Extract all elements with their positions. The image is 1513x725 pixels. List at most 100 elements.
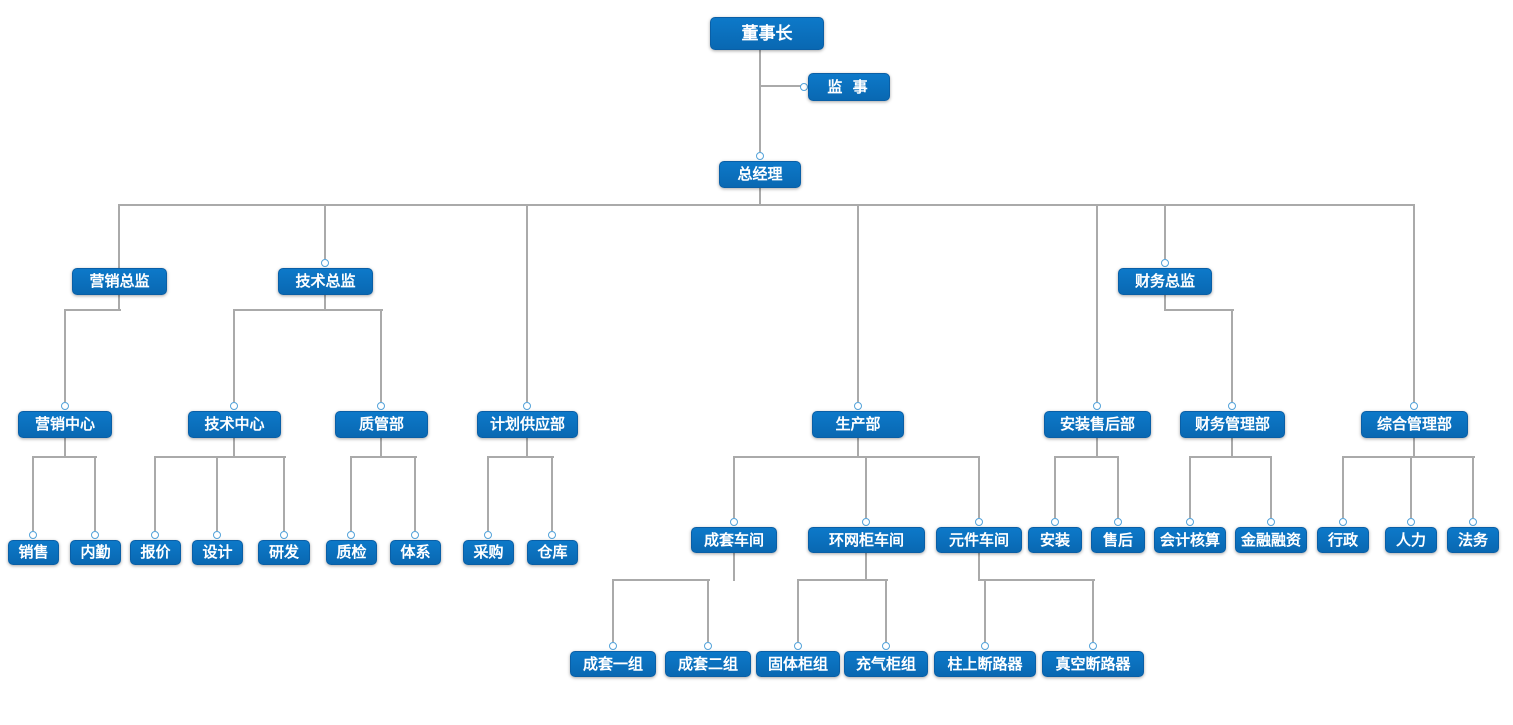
collapse-handle-group1[interactable]: [609, 642, 617, 650]
collapse-handle-quality-dept[interactable]: [377, 402, 385, 410]
collapse-handle-tech-director[interactable]: [321, 259, 329, 267]
org-node-marketing-director[interactable]: 营销总监: [72, 268, 167, 295]
org-node-general-mgmt-dept[interactable]: 综合管理部: [1361, 411, 1468, 438]
org-node-install-aftersales-dept[interactable]: 安装售后部: [1044, 411, 1151, 438]
org-node-administration[interactable]: 行政: [1317, 527, 1369, 553]
collapse-handle-sales[interactable]: [29, 531, 37, 539]
collapse-handle-warehouse[interactable]: [548, 531, 556, 539]
connector-line: [1410, 456, 1412, 518]
org-node-accounting[interactable]: 会计核算: [1154, 527, 1226, 553]
org-node-rnd[interactable]: 研发: [258, 540, 310, 565]
org-node-legal[interactable]: 法务: [1447, 527, 1499, 553]
connector-line: [350, 456, 417, 458]
org-node-quality-inspection[interactable]: 质检: [326, 540, 377, 565]
connector-line: [1092, 579, 1094, 642]
org-node-quotation[interactable]: 报价: [130, 540, 181, 565]
connector-line: [216, 456, 218, 531]
org-node-solid-cabinet-group[interactable]: 固体柜组: [756, 651, 840, 677]
connector-line: [118, 295, 120, 311]
collapse-handle-accounting[interactable]: [1186, 518, 1194, 526]
org-node-tech-center[interactable]: 技术中心: [188, 411, 281, 438]
org-node-office-support[interactable]: 内勤: [70, 540, 121, 565]
collapse-handle-ring-main-workshop[interactable]: [862, 518, 870, 526]
org-node-warehouse[interactable]: 仓库: [527, 540, 578, 565]
collapse-handle-legal[interactable]: [1469, 518, 1477, 526]
org-node-human-resources[interactable]: 人力: [1385, 527, 1437, 553]
connector-line: [64, 438, 66, 458]
collapse-handle-solid-cabinet[interactable]: [794, 642, 802, 650]
collapse-handle-tech-center[interactable]: [230, 402, 238, 410]
collapse-handle-install-aftersales[interactable]: [1093, 402, 1101, 410]
org-node-purchasing[interactable]: 采购: [463, 540, 514, 565]
connector-line: [487, 456, 554, 458]
collapse-handle-gas-cabinet[interactable]: [882, 642, 890, 650]
org-node-planning-supply-dept[interactable]: 计划供应部: [477, 411, 578, 438]
org-node-installation[interactable]: 安装: [1028, 527, 1082, 553]
collapse-handle-planning-supply[interactable]: [523, 402, 531, 410]
connector-line: [1117, 456, 1119, 518]
connector-line: [94, 456, 96, 531]
org-node-finance-mgmt-dept[interactable]: 财务管理部: [1180, 411, 1285, 438]
collapse-handle-production[interactable]: [854, 402, 862, 410]
org-node-pole-mounted-breaker[interactable]: 柱上断路器: [934, 651, 1036, 677]
collapse-handle-complete-set-workshop[interactable]: [730, 518, 738, 526]
org-node-ring-main-unit-workshop[interactable]: 环网柜车间: [808, 527, 925, 553]
connector-line: [1413, 438, 1415, 458]
connector-line: [1231, 309, 1233, 402]
collapse-handle-rnd[interactable]: [280, 531, 288, 539]
org-node-finance-director[interactable]: 财务总监: [1118, 268, 1212, 295]
org-node-quality-system[interactable]: 体系: [390, 540, 441, 565]
org-node-marketing-center[interactable]: 营销中心: [18, 411, 112, 438]
org-node-gas-cabinet-group[interactable]: 充气柜组: [844, 651, 928, 677]
collapse-handle-quality-inspection[interactable]: [347, 531, 355, 539]
org-node-complete-set-group2[interactable]: 成套二组: [665, 651, 751, 677]
org-node-financing[interactable]: 金融融资: [1235, 527, 1307, 553]
org-node-component-workshop[interactable]: 元件车间: [936, 527, 1022, 553]
collapse-handle-general-mgmt[interactable]: [1410, 402, 1418, 410]
collapse-handle-human-resources[interactable]: [1407, 518, 1415, 526]
org-node-tech-director[interactable]: 技术总监: [278, 268, 373, 295]
collapse-handle-office-support[interactable]: [91, 531, 99, 539]
collapse-handle-general-manager[interactable]: [756, 152, 764, 160]
collapse-handle-administration[interactable]: [1339, 518, 1347, 526]
org-node-complete-set-workshop[interactable]: 成套车间: [691, 527, 777, 553]
connector-line: [978, 456, 980, 518]
org-node-vacuum-breaker[interactable]: 真空断路器: [1042, 651, 1144, 677]
connector-line: [1054, 456, 1119, 458]
org-node-complete-set-group1[interactable]: 成套一组: [570, 651, 656, 677]
org-node-supervisor[interactable]: 监 事: [808, 73, 890, 101]
connector-line: [1231, 438, 1233, 458]
collapse-handle-group2[interactable]: [704, 642, 712, 650]
connector-line: [707, 579, 709, 642]
connector-line: [1342, 456, 1344, 518]
collapse-handle-purchasing[interactable]: [484, 531, 492, 539]
connector-line: [733, 456, 980, 458]
collapse-handle-financing[interactable]: [1267, 518, 1275, 526]
org-node-design[interactable]: 设计: [192, 540, 243, 565]
connector-line: [857, 438, 859, 458]
connector-line: [32, 456, 97, 458]
collapse-handle-finance-mgmt[interactable]: [1228, 402, 1236, 410]
connector-line: [64, 309, 121, 311]
collapse-handle-installation[interactable]: [1051, 518, 1059, 526]
org-node-general-manager[interactable]: 总经理: [719, 161, 801, 188]
org-node-chairman[interactable]: 董事长: [710, 17, 824, 50]
collapse-handle-quality-system[interactable]: [411, 531, 419, 539]
collapse-handle-quotation[interactable]: [151, 531, 159, 539]
connector-line: [733, 553, 735, 581]
collapse-handle-pole-breaker[interactable]: [981, 642, 989, 650]
collapse-handle-marketing-center[interactable]: [61, 402, 69, 410]
org-node-after-sales[interactable]: 售后: [1091, 527, 1145, 553]
connector-line: [759, 188, 761, 205]
collapse-handle-after-sales[interactable]: [1114, 518, 1122, 526]
org-node-sales[interactable]: 销售: [8, 540, 59, 565]
collapse-handle-design[interactable]: [213, 531, 221, 539]
collapse-handle-finance-director[interactable]: [1161, 259, 1169, 267]
org-node-production-dept[interactable]: 生产部: [812, 411, 904, 438]
connector-line: [612, 579, 710, 581]
collapse-handle-component-workshop[interactable]: [975, 518, 983, 526]
collapse-handle-vacuum-breaker[interactable]: [1089, 642, 1097, 650]
collapse-handle-supervisor[interactable]: [800, 83, 808, 91]
org-node-quality-dept[interactable]: 质管部: [335, 411, 428, 438]
